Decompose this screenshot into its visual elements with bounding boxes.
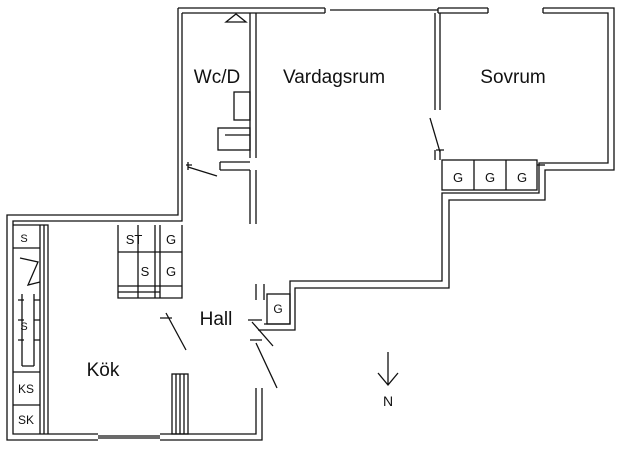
north-arrow [377, 352, 399, 387]
label-s-kitchen: S [141, 264, 150, 279]
label-g-kitchen-2: G [166, 264, 176, 279]
room-label-vardagsrum: Vardagsrum [283, 67, 385, 88]
kitchen-cabinets [117, 225, 183, 299]
label-g-wardrobe-3: G [517, 170, 527, 185]
wc-fixtures [217, 13, 251, 151]
exterior-walls [6, 7, 615, 441]
stair-lines [171, 373, 189, 435]
label-g-wardrobe-2: G [485, 170, 495, 185]
wardrobe-row [441, 159, 545, 191]
room-label-sovrum: Sovrum [480, 67, 545, 88]
wardrobe-hall [266, 293, 291, 325]
compass-label: N [383, 393, 393, 409]
label-s-counter-top: S [20, 233, 27, 245]
room-label-hall: Hall [200, 309, 233, 330]
label-g-kitchen-1: G [166, 232, 176, 247]
label-ks: KS [18, 382, 34, 396]
label-g-wardrobe-1: G [453, 170, 463, 185]
label-sk: SK [18, 413, 34, 427]
label-s-counter-mid: S [20, 321, 27, 333]
interior-walls [186, 13, 441, 300]
door-swings [160, 117, 444, 389]
label-st: ST [126, 232, 143, 247]
kitchen-counter [13, 224, 49, 434]
label-g-hall: G [273, 302, 282, 316]
room-label-wc: Wc/D [194, 67, 240, 88]
room-label-kok: Kök [87, 360, 120, 381]
